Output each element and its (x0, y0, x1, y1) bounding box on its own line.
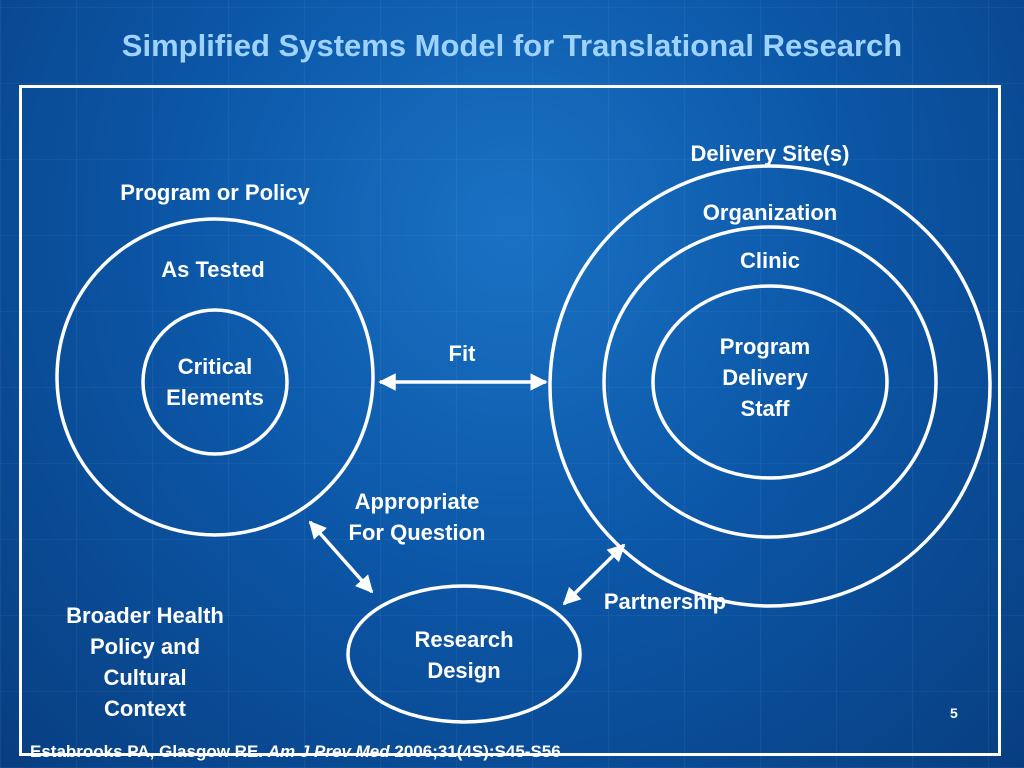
program-heading: Program or Policy (120, 180, 310, 205)
research-design-label: Research Design (384, 624, 544, 686)
clinic-circle (602, 225, 938, 539)
appropriate-line2: For Question (348, 520, 486, 545)
organization-label: Organization (702, 200, 838, 225)
page-number: 5 (950, 705, 958, 721)
appropriate-arrow (308, 520, 374, 594)
critical-elements-label: Critical Elements (130, 351, 300, 413)
staff-line1: Program (719, 334, 811, 359)
delivery-heading: Delivery Site(s) (690, 141, 850, 166)
context-line1: Broader Health (66, 603, 224, 628)
staff-circle (651, 284, 889, 480)
research-design-ellipse (346, 584, 582, 724)
program-outer-circle (55, 217, 375, 537)
clinic-label: Clinic (740, 248, 800, 273)
research-line2: Design (427, 658, 501, 683)
citation-details: 2006;31(4S):S45-S56 (394, 742, 561, 761)
context-line2: Policy and (89, 634, 201, 659)
organization-circle (548, 164, 992, 608)
context-line4: Context (104, 696, 186, 721)
context-line3: Cultural (103, 665, 187, 690)
critical-elements-line2: Elements (166, 385, 264, 410)
fit-label: Fit (448, 341, 476, 366)
citation-authors: Estabrooks PA, Glasgow RE. (30, 742, 264, 761)
citation-journal: Am J Prev Med (267, 742, 390, 761)
appropriate-line1: Appropriate (354, 489, 480, 514)
program-delivery-staff-label: Program Delivery Staff (680, 331, 850, 424)
critical-elements-line1: Critical (177, 354, 253, 379)
staff-line2: Delivery (722, 365, 808, 390)
citation: Estabrooks PA, Glasgow RE. Am J Prev Med… (30, 742, 561, 762)
diagram-frame (19, 85, 1001, 756)
program-inner-circle (141, 308, 289, 456)
staff-line3: Staff (740, 396, 790, 421)
appropriate-label: Appropriate For Question (322, 486, 512, 548)
partnership-label: Partnership (603, 589, 727, 614)
partnership-arrow (562, 543, 626, 606)
broader-context-label: Broader Health Policy and Cultural Conte… (40, 600, 250, 724)
as-tested-label: As Tested (161, 257, 265, 282)
slide-title: Simplified Systems Model for Translation… (121, 28, 903, 63)
research-line1: Research (414, 627, 514, 652)
